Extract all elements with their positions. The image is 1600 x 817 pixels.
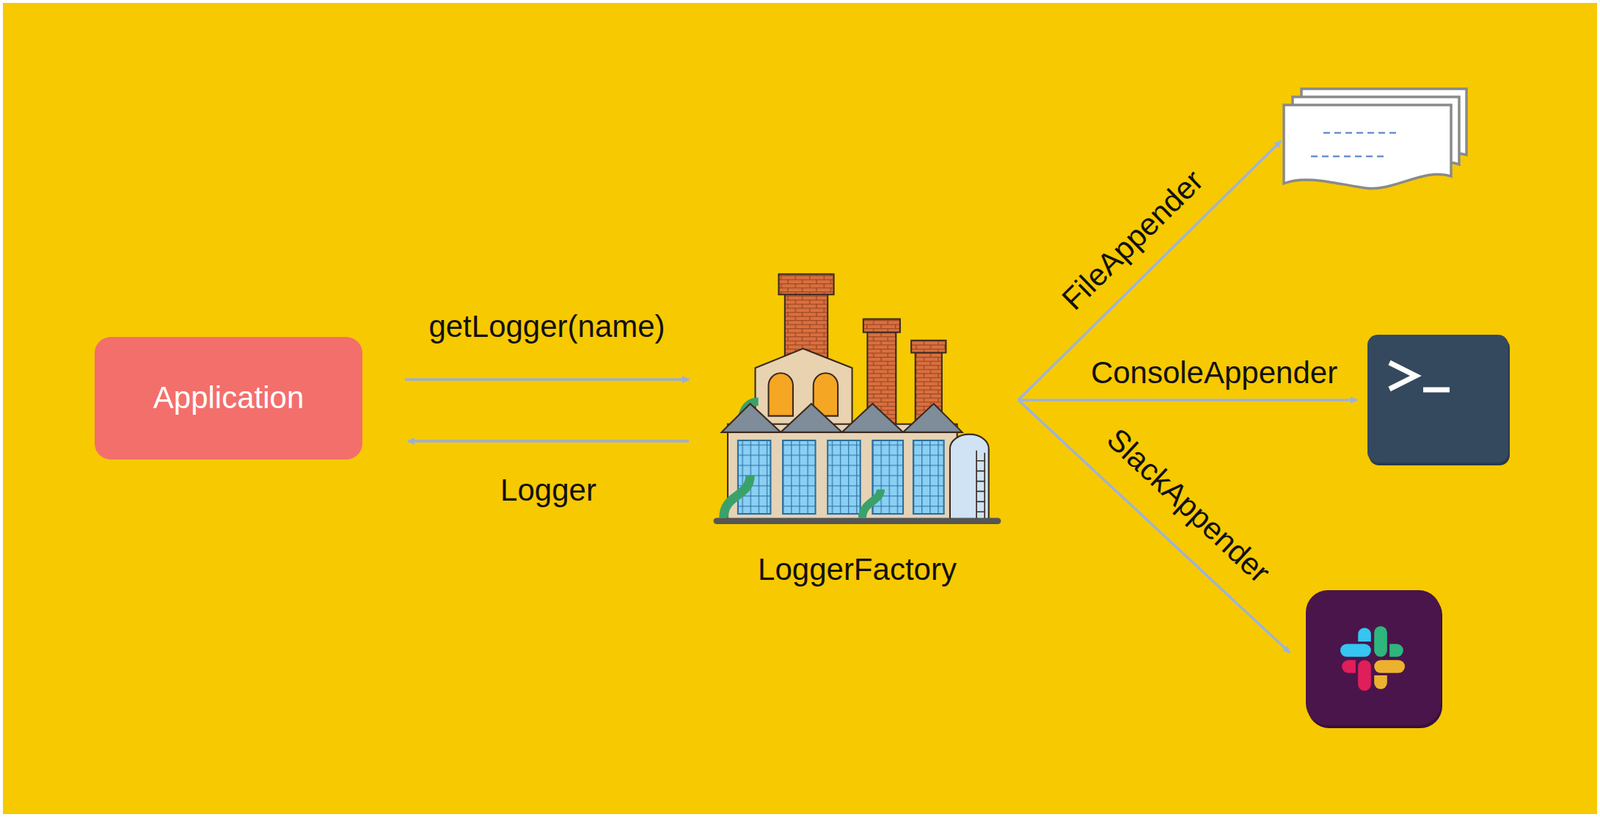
console-prompt — [1389, 362, 1416, 389]
slack-logo — [1341, 627, 1404, 689]
tank — [950, 434, 989, 521]
hall-window — [827, 440, 860, 514]
slack-green — [1380, 632, 1404, 657]
console-icon — [1367, 334, 1510, 466]
call-arrow — [407, 439, 689, 443]
slack-tile — [1305, 589, 1441, 725]
tank-body — [950, 434, 989, 521]
tank-ladder — [976, 450, 985, 520]
pipe — [861, 489, 881, 518]
file-icon — [1283, 88, 1467, 189]
application-box: Application — [94, 336, 363, 460]
slack-bar — [1380, 659, 1399, 673]
factory-illustration — [709, 270, 1006, 526]
slack-icon — [1305, 589, 1443, 728]
slack-blue — [1346, 627, 1372, 650]
edge-label: getLogger(name) — [428, 308, 665, 345]
call-arrow — [404, 377, 689, 381]
arched-window — [768, 372, 794, 416]
chimney-cap — [778, 273, 834, 295]
pipe — [723, 474, 750, 518]
hall-window — [913, 440, 945, 514]
edge-label: Logger — [500, 472, 597, 508]
slack-bar — [1374, 632, 1388, 650]
slack-arrow — [1018, 399, 1290, 653]
ground — [713, 517, 1002, 524]
appender-label: ConsoleAppender — [1090, 355, 1338, 391]
slack-bar — [1357, 666, 1372, 684]
node-text: Application — [144, 380, 313, 416]
slack-dot — [1374, 674, 1388, 689]
main-hall — [721, 403, 963, 521]
chimney-cap — [863, 319, 901, 333]
appender-fan — [1018, 140, 1358, 653]
hall-window — [782, 440, 816, 514]
appender-label: SlackAppender — [1099, 421, 1277, 590]
hall-roof — [721, 403, 963, 433]
file-text-line — [1310, 155, 1386, 158]
slack-dot — [1357, 627, 1372, 642]
slack-dot — [1341, 659, 1356, 673]
file-text-line — [1323, 132, 1401, 135]
file-page-front — [1283, 104, 1452, 189]
factory-node: LoggerFactory — [709, 270, 1006, 587]
console-cursor — [1423, 387, 1450, 393]
appender-label: FileAppender — [1054, 162, 1211, 317]
console-arrow — [1018, 398, 1358, 402]
slack-bar — [1346, 643, 1365, 657]
chimney-cap — [911, 340, 946, 353]
hall-wall — [727, 424, 958, 521]
slack-yellow — [1374, 666, 1399, 689]
slack-dot — [1389, 643, 1404, 657]
console-screen — [1367, 334, 1509, 463]
node-text: LoggerFactory — [757, 551, 957, 587]
slack-red — [1341, 659, 1365, 684]
